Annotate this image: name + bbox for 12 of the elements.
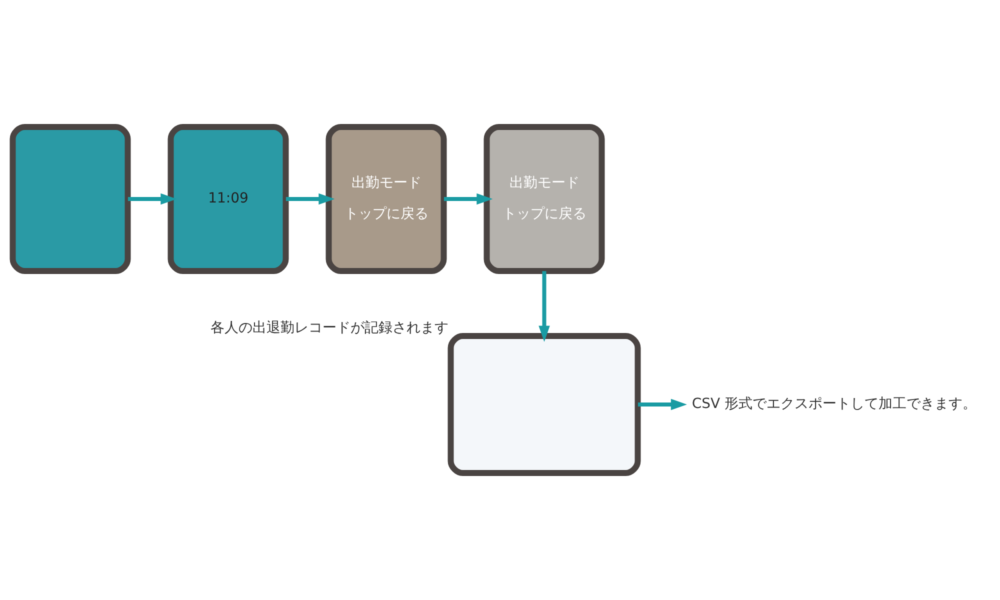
arrow bbox=[286, 193, 335, 205]
node-label: 各人の出退勤レコードが記録されます bbox=[210, 320, 448, 336]
node-box bbox=[10, 124, 131, 274]
node-box: 11:09 bbox=[168, 124, 289, 274]
arrow bbox=[638, 398, 687, 410]
node-box: 出勤モード トップに戻る bbox=[326, 124, 447, 274]
node-box: 出勤モード トップに戻る bbox=[484, 124, 605, 274]
arrow bbox=[444, 193, 493, 205]
node-text: CSV 形式でエクスポートして加工できます。 bbox=[692, 396, 977, 412]
arrow bbox=[538, 271, 550, 342]
node-box bbox=[448, 333, 641, 476]
arrow bbox=[128, 193, 177, 205]
